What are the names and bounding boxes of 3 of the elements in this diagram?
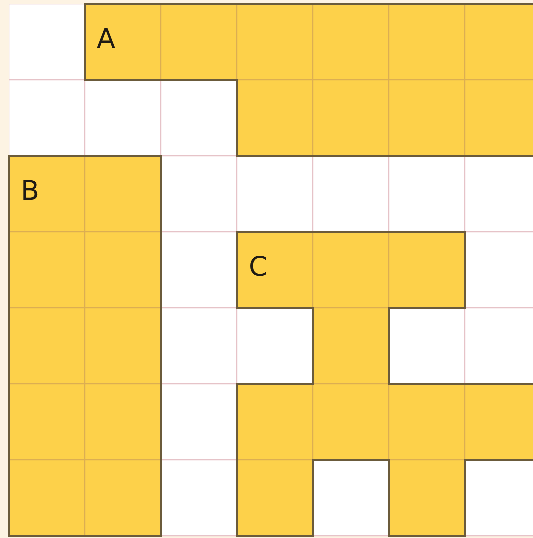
shape-label: C xyxy=(249,254,268,281)
shape-label: A xyxy=(97,26,116,53)
shape-label: B xyxy=(21,178,40,205)
